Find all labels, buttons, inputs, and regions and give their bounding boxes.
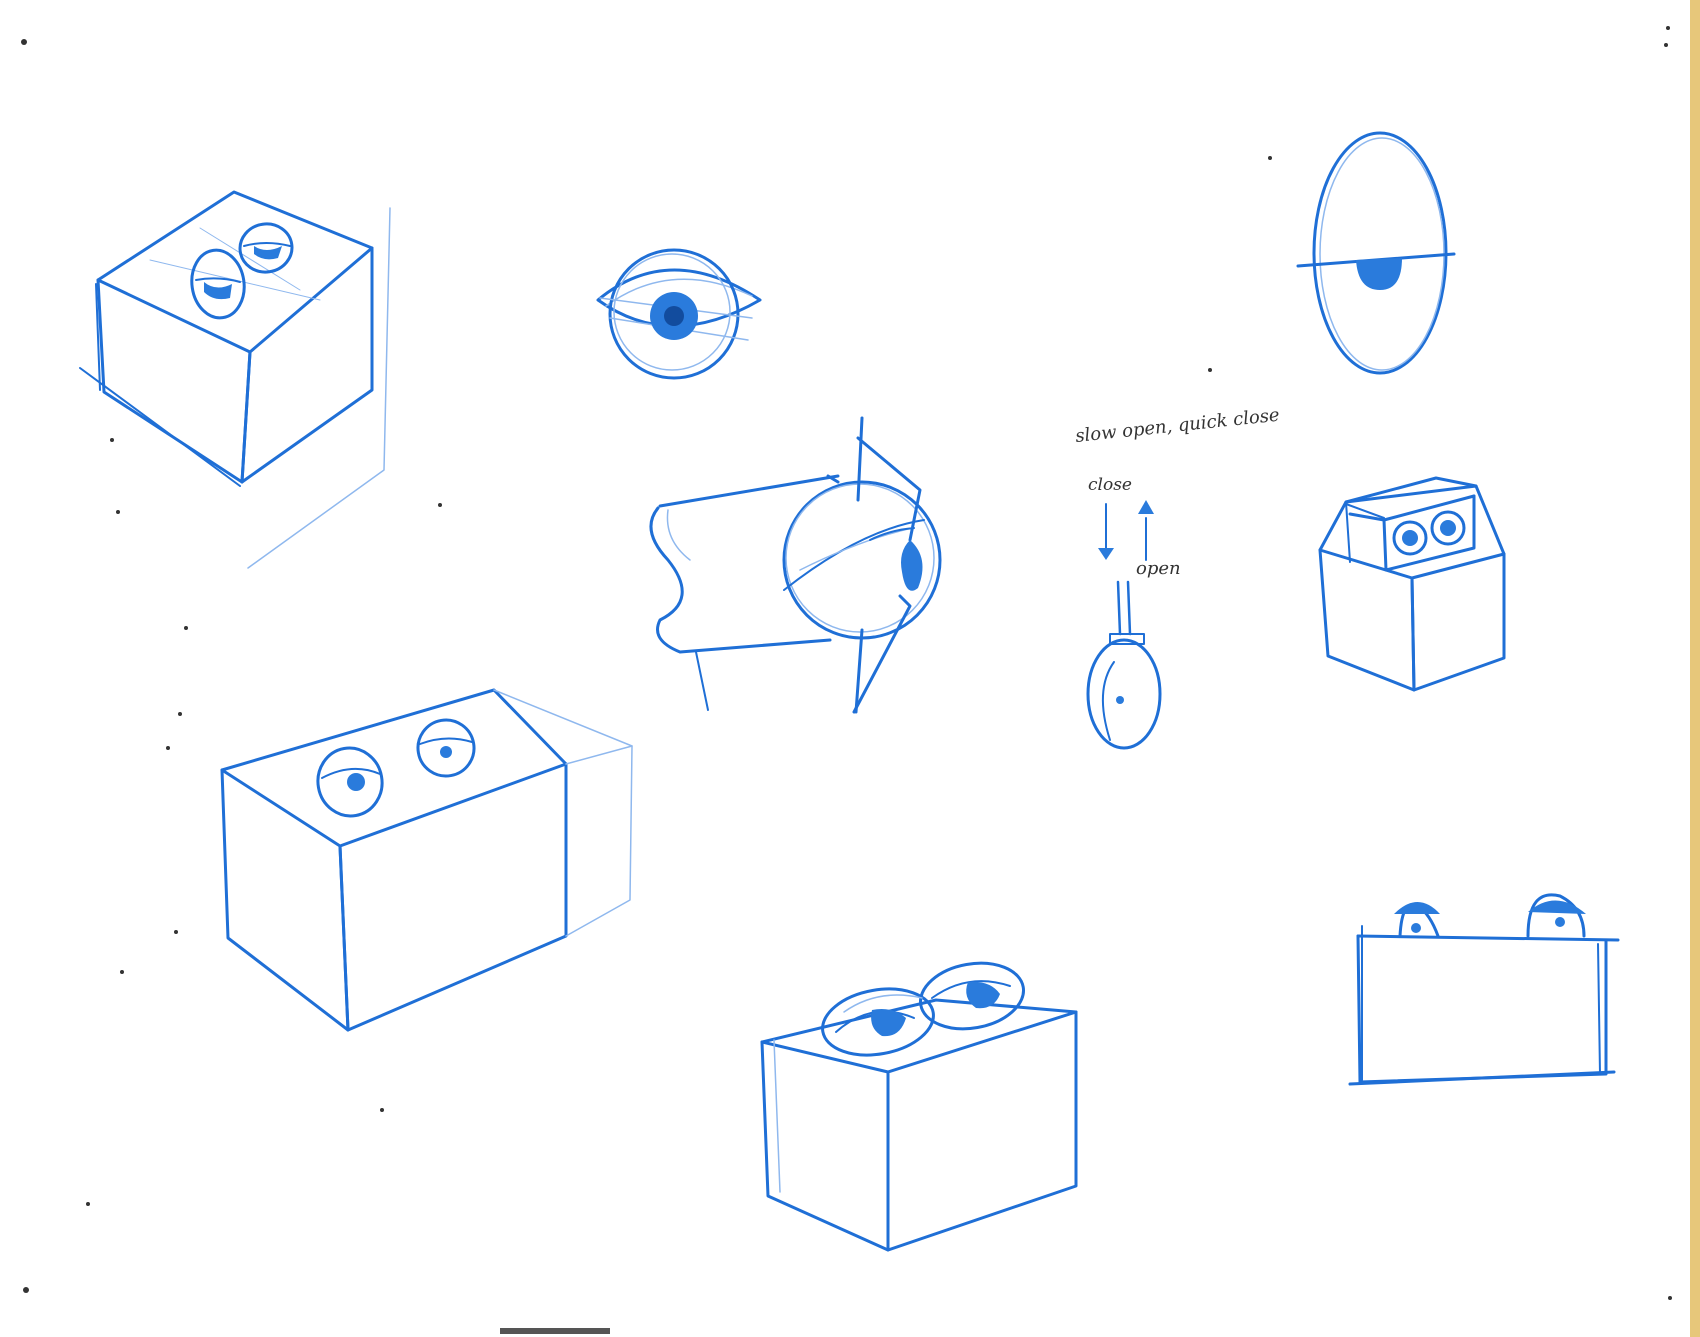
arrow-down-head [1098, 548, 1114, 560]
arrow-up-head [1138, 500, 1154, 514]
peeking-eye-right-lid [1528, 900, 1586, 914]
single-eye-pupil [664, 306, 684, 326]
oval-eye-iris [1356, 258, 1402, 290]
diagram-pivot [1116, 696, 1124, 704]
label-close: close [1088, 475, 1132, 495]
long-box-with-two-eyes [220, 688, 633, 1032]
stacked-box-right-iris [1440, 520, 1456, 536]
eyelid-box-left-iris [871, 1009, 906, 1037]
box-with-peeking-eyes [1348, 893, 1620, 1086]
stacked-box-left-iris [1402, 530, 1418, 546]
long-box-right-iris [440, 746, 452, 758]
peeking-eye-left-lid [1394, 902, 1440, 914]
mechanism-iris [901, 540, 923, 591]
peeking-eye-right-iris [1555, 917, 1565, 927]
box-on-box-with-eyes [1318, 476, 1506, 692]
eyeball-side-mechanism [649, 416, 942, 714]
box-with-two-eyes-top-left [79, 190, 391, 569]
eyelid-box-right-iris [966, 981, 1000, 1009]
left-eye-pupil [204, 282, 232, 300]
peeking-eye-left-iris [1411, 923, 1421, 933]
label-open: open [1136, 558, 1181, 579]
box-with-eyelids [760, 961, 1078, 1252]
paper-edge [1690, 0, 1700, 1337]
pencil-dots [21, 26, 1672, 1300]
mechanism-lash-detail [869, 527, 915, 541]
bottom-edge-mark [500, 1328, 610, 1334]
right-eye-pupil [254, 246, 282, 260]
long-box-left-iris [347, 773, 365, 791]
